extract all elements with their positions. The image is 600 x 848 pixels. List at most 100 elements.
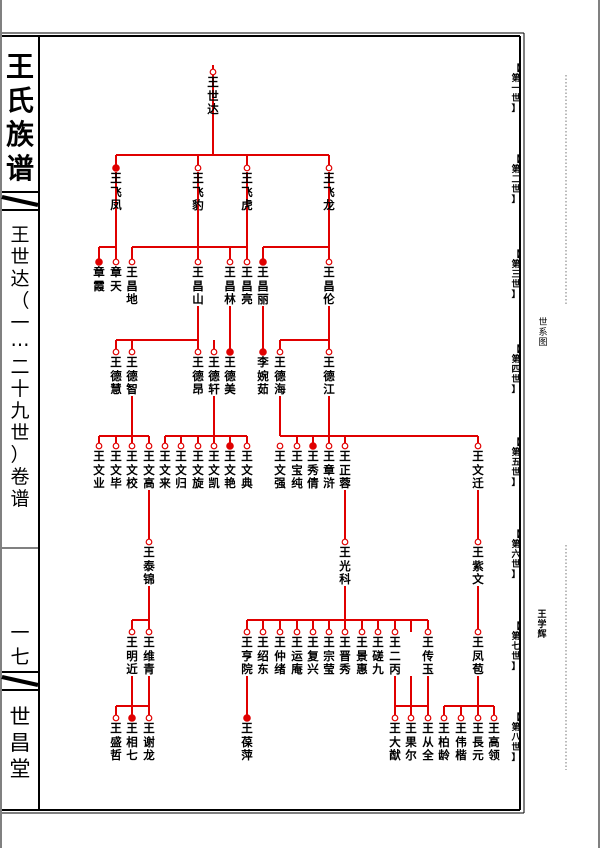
person-marker xyxy=(210,442,218,450)
person-marker xyxy=(474,628,482,636)
person-marker xyxy=(391,628,399,636)
person-marker xyxy=(210,348,218,356)
person-marker xyxy=(424,714,432,722)
spine-band xyxy=(1,675,39,687)
lineage-label: 世系图 xyxy=(538,318,548,348)
person-marker xyxy=(161,442,169,450)
person-marker xyxy=(259,348,267,356)
person-name: 王磋九 xyxy=(372,635,384,676)
person-name: 王昌山 xyxy=(192,265,204,306)
person-marker xyxy=(112,258,120,266)
page-number: 一七 xyxy=(10,622,30,668)
person-name: 王亨院 xyxy=(241,635,253,676)
generation-label: 【第八世】 xyxy=(511,713,521,763)
person-marker xyxy=(293,628,301,636)
person-marker xyxy=(276,442,284,450)
person-marker xyxy=(407,714,415,722)
person-marker xyxy=(243,164,251,172)
person-name: 王文凯 xyxy=(208,449,220,490)
person-name: 王德昂 xyxy=(192,355,204,396)
person-name: 王柏龄 xyxy=(438,721,450,762)
person-name: 王从全 xyxy=(422,721,434,762)
person-marker xyxy=(457,714,465,722)
person-name: 王文强 xyxy=(274,449,286,490)
person-marker xyxy=(112,164,120,172)
person-marker xyxy=(128,258,136,266)
person-name: 王果尔 xyxy=(405,721,417,762)
person-name: 王飞豹 xyxy=(192,171,204,212)
person-name: 王昌伦 xyxy=(323,265,335,306)
person-marker xyxy=(309,442,317,450)
person-marker xyxy=(145,628,153,636)
generation-label: 【第五世】 xyxy=(511,438,521,488)
person-marker xyxy=(325,442,333,450)
person-marker xyxy=(194,258,202,266)
person-marker xyxy=(145,538,153,546)
person-name: 王德江 xyxy=(323,355,335,396)
person-marker xyxy=(194,348,202,356)
person-name: 王昌地 xyxy=(126,265,138,306)
person-marker xyxy=(226,348,234,356)
person-name: 王晋秀 xyxy=(339,635,351,676)
person-name: 王昌亮 xyxy=(241,265,253,306)
person-marker xyxy=(226,258,234,266)
hall-name: 世昌堂 xyxy=(9,705,31,781)
person-name: 王高领 xyxy=(488,721,500,762)
person-name: 王飞龙 xyxy=(323,171,335,212)
person-marker xyxy=(391,714,399,722)
person-marker xyxy=(194,164,202,172)
person-name: 王宝纯 xyxy=(291,449,303,490)
person-marker xyxy=(243,628,251,636)
person-marker xyxy=(112,348,120,356)
person-name: 王文旋 xyxy=(192,449,204,490)
person-marker xyxy=(424,628,432,636)
person-name: 王绍东 xyxy=(257,635,269,676)
person-marker xyxy=(112,714,120,722)
person-name: 王德慧 xyxy=(110,355,122,396)
person-marker xyxy=(112,442,120,450)
person-marker xyxy=(128,714,136,722)
person-name: 王仲绪 xyxy=(274,635,286,676)
person-marker xyxy=(374,628,382,636)
person-marker xyxy=(293,442,301,450)
person-marker xyxy=(243,442,251,450)
person-name: 王文来 xyxy=(159,449,171,490)
generation-label: 【第二世】 xyxy=(511,155,521,205)
generation-label: 【第四世】 xyxy=(511,345,521,395)
person-marker xyxy=(309,628,317,636)
person-marker xyxy=(325,258,333,266)
person-name: 王葆萍 xyxy=(241,721,253,762)
person-marker xyxy=(341,442,349,450)
person-marker xyxy=(341,628,349,636)
volume-title: 王世达（一⋯二十九世）卷谱 xyxy=(10,224,30,510)
person-name: 王泰锦 xyxy=(143,545,155,586)
person-marker xyxy=(243,714,251,722)
compiler-label: 王学辉 xyxy=(537,610,547,640)
person-name: 王运庵 xyxy=(291,635,303,676)
person-marker xyxy=(276,628,284,636)
person-name: 王正蓉 xyxy=(339,449,351,490)
person-marker xyxy=(145,714,153,722)
book-spine: 王氏族谱 王世达（一⋯二十九世）卷谱 一七 世昌堂 xyxy=(2,36,40,810)
person-marker xyxy=(194,442,202,450)
person-name: 王文毕 xyxy=(110,449,122,490)
book-title: 王氏族谱 xyxy=(5,50,34,185)
person-name: 王文典 xyxy=(241,449,253,490)
person-marker xyxy=(259,258,267,266)
person-marker xyxy=(325,348,333,356)
person-name: 王德海 xyxy=(274,355,286,396)
person-marker xyxy=(474,538,482,546)
person-name: 王文校 xyxy=(126,449,138,490)
person-name: 李婉茹 xyxy=(257,355,269,396)
person-name: 王文归 xyxy=(175,449,187,490)
person-name: 王传玉 xyxy=(422,635,434,676)
spine-band xyxy=(1,195,39,207)
person-name: 王谢龙 xyxy=(143,721,155,762)
person-marker xyxy=(358,628,366,636)
person-name: 王飞凤 xyxy=(110,171,122,212)
person-name: 王文艳 xyxy=(224,449,236,490)
person-name: 王德轩 xyxy=(208,355,220,396)
person-name: 王紫文 xyxy=(472,545,484,586)
